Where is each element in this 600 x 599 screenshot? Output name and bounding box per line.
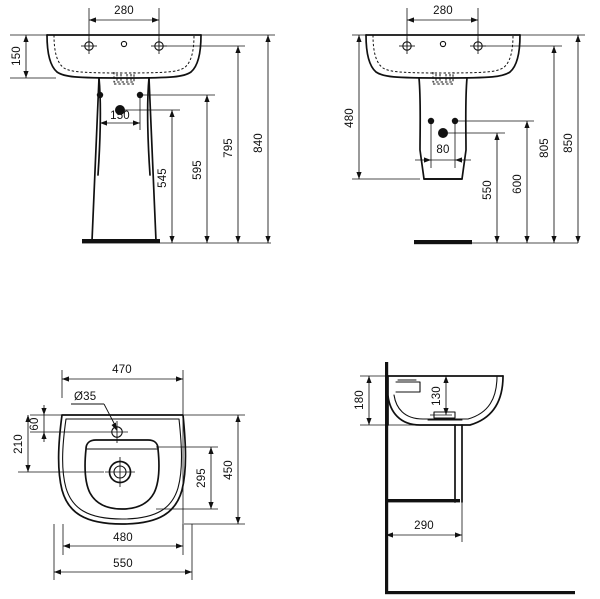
dim-150-height-front: 150 — [10, 34, 56, 79]
dim-295-plan: 295 — [156, 446, 218, 510]
basin-body-front — [46, 34, 202, 85]
wall-line-side — [385, 362, 575, 595]
dim-550-semi: 550 — [443, 132, 505, 243]
dim-label-450-plan: 450 — [223, 460, 235, 480]
semi-pedestal — [418, 77, 468, 180]
waste-fitting-front — [113, 72, 135, 85]
dim-550-plan: 550 — [53, 524, 193, 580]
front-view: 280 — [10, 5, 275, 244]
dim-label-150-offset-front: 150 — [110, 110, 130, 122]
dim-label-470-plan: 470 — [112, 364, 132, 376]
floor-line-front — [82, 239, 271, 244]
dim-label-280-front: 280 — [114, 5, 134, 17]
plan-view: 470 Ø35 — [13, 364, 245, 580]
dim-label-850-semi: 850 — [563, 133, 575, 153]
waste-hole-plan — [105, 457, 135, 487]
dim-label-295-plan: 295 — [196, 468, 208, 488]
pedestal-profile-side — [388, 424, 463, 503]
dim-280-front: 280 — [88, 5, 160, 48]
side-view: 180 130 290 — [354, 362, 575, 595]
dim-595-front: 595 — [140, 94, 215, 243]
dim-805-semi: 805 — [479, 45, 562, 243]
dim-600-semi: 600 — [455, 120, 534, 243]
tap-hole-left-front — [81, 38, 97, 54]
front-view-semi: 280 — [344, 5, 585, 245]
dim-label-180-side: 180 — [354, 390, 366, 410]
dim-label-805-semi: 805 — [539, 138, 551, 158]
dim-label-550-plan: 550 — [113, 558, 133, 570]
dim-label-130-side: 130 — [431, 386, 443, 406]
dim-150-offset-front: 150 — [99, 95, 141, 130]
dim-795-front: 795 — [160, 45, 245, 243]
dim-180-side: 180 — [354, 375, 420, 426]
dim-840-front: 840 — [200, 34, 275, 243]
dim-label-550-semi: 550 — [482, 180, 494, 200]
dim-label-795-front: 795 — [223, 138, 235, 158]
dim-130-side: 130 — [430, 375, 452, 416]
dim-480-semi: 480 — [344, 34, 420, 180]
dim-label-150-height-front: 150 — [11, 46, 23, 66]
dim-210-plan: 210 — [13, 415, 104, 473]
dim-label-80-semi: 80 — [436, 144, 449, 156]
dim-label-280-semi: 280 — [433, 5, 453, 17]
dim-470-plan: 470 — [61, 364, 184, 530]
dim-450-plan: 450 — [184, 414, 245, 525]
dim-80-semi: 80 — [415, 121, 471, 168]
waste-fitting-semi — [432, 72, 454, 85]
dim-290-side: 290 — [385, 425, 463, 542]
dim-850-semi: 850 — [519, 34, 585, 243]
tap-hole-left-semi — [399, 38, 415, 54]
dim-label-545-front: 545 — [157, 168, 169, 188]
dim-label-60-plan: 60 — [29, 417, 41, 430]
dim-label-290-side: 290 — [414, 520, 434, 532]
tap-hole-plan — [106, 421, 128, 443]
floor-line-semi — [414, 240, 578, 245]
basin-profile-side — [387, 375, 504, 426]
dim-label-840-front: 840 — [253, 133, 265, 153]
dim-280-semi: 280 — [406, 5, 479, 48]
dim-label-diameter-35-plan: Ø35 — [74, 391, 96, 403]
center-hole-front — [120, 40, 128, 48]
center-hole-semi — [439, 40, 447, 48]
basin-body-semi — [365, 34, 521, 85]
dim-label-595-front: 595 — [192, 160, 204, 180]
dim-60-plan: 60 — [29, 405, 116, 442]
dim-label-480-plan: 480 — [113, 532, 133, 544]
supply-points-semi — [427, 117, 459, 138]
dim-label-480-semi: 480 — [344, 108, 356, 128]
diameter-leader-plan: Ø35 — [71, 391, 117, 431]
dim-545-front: 545 — [120, 109, 180, 243]
dim-480-plan: 480 — [62, 524, 184, 555]
dim-label-210-plan: 210 — [13, 434, 25, 454]
bowl-outline-plan — [84, 439, 160, 510]
dim-label-600-semi: 600 — [512, 174, 524, 194]
pedestal-front — [91, 77, 157, 242]
